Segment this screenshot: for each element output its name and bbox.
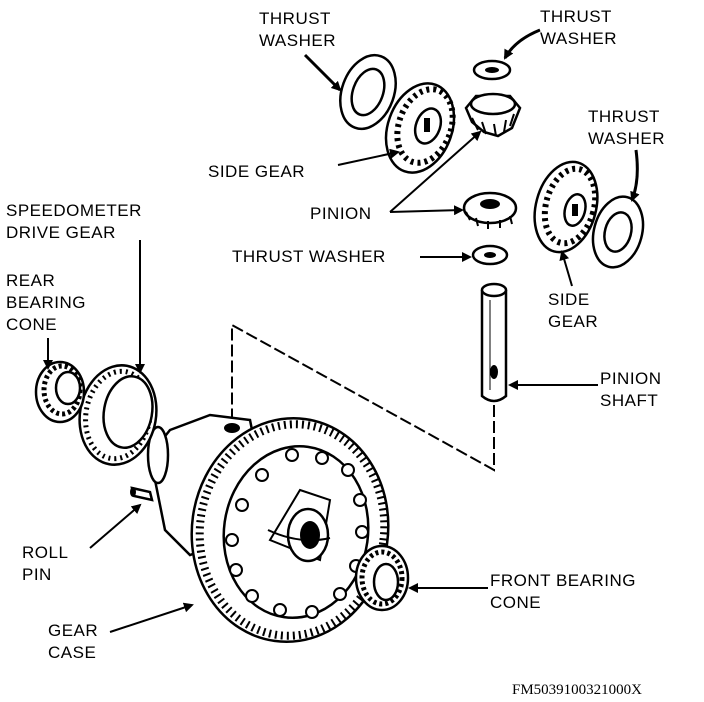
label-side-gear-top: SIDE GEAR [208, 162, 305, 181]
label-thrust-washer-right-2: WASHER [588, 129, 665, 148]
assembly-dashed-line [231, 323, 495, 472]
label-pinion-shaft-2: SHAFT [600, 391, 658, 410]
label-gear-case-1: GEAR [48, 621, 98, 640]
label-side-gear-right-1: SIDE [548, 290, 590, 309]
thrust-washer-top-right-part [472, 59, 512, 81]
label-thrust-washer-top-right-1: THRUST [540, 7, 612, 26]
label-thrust-washer-top-left-2: WASHER [259, 31, 336, 50]
thrust-washer-top-left-part [339, 53, 397, 131]
pinion-middle-part [462, 191, 518, 229]
label-roll-pin-1: ROLL [22, 543, 68, 562]
rear-bearing-cone-part [34, 360, 86, 424]
label-thrust-washer-middle: THRUST WASHER [232, 247, 386, 266]
label-rear-bearing-cone-1: REAR [6, 271, 55, 290]
pinion-top-part [464, 92, 522, 138]
roll-pin-part [130, 486, 154, 502]
pinion-shaft-part [480, 282, 508, 403]
thrust-washer-middle-part [471, 244, 509, 266]
label-thrust-washer-right-1: THRUST [588, 107, 660, 126]
label-front-bearing-cone-2: CONE [490, 593, 541, 612]
thrust-washer-right-part [591, 195, 645, 269]
label-speedometer-drive-gear-2: DRIVE GEAR [6, 223, 116, 242]
label-thrust-washer-top-left-1: THRUST [259, 9, 331, 28]
label-thrust-washer-top-right-2: WASHER [540, 29, 617, 48]
front-bearing-cone-part [354, 544, 410, 612]
side-gear-top-part [384, 82, 456, 174]
label-pinion: PINION [310, 204, 372, 223]
label-side-gear-right-2: GEAR [548, 312, 598, 331]
gear-case-part [146, 413, 390, 643]
label-pinion-shaft-1: PINION [600, 369, 662, 388]
leader-lines [43, 28, 640, 633]
label-roll-pin-2: PIN [22, 565, 52, 584]
speedometer-drive-gear-part [78, 364, 158, 466]
label-rear-bearing-cone-3: CONE [6, 315, 57, 334]
figure-code: FM5039100321000X [512, 682, 642, 698]
label-rear-bearing-cone-2: BEARING [6, 293, 86, 312]
label-speedometer-drive-gear-1: SPEEDOMETER [6, 201, 142, 220]
side-gear-right-part [533, 160, 599, 254]
label-gear-case-2: CASE [48, 643, 96, 662]
label-front-bearing-cone-1: FRONT BEARING [490, 571, 636, 590]
